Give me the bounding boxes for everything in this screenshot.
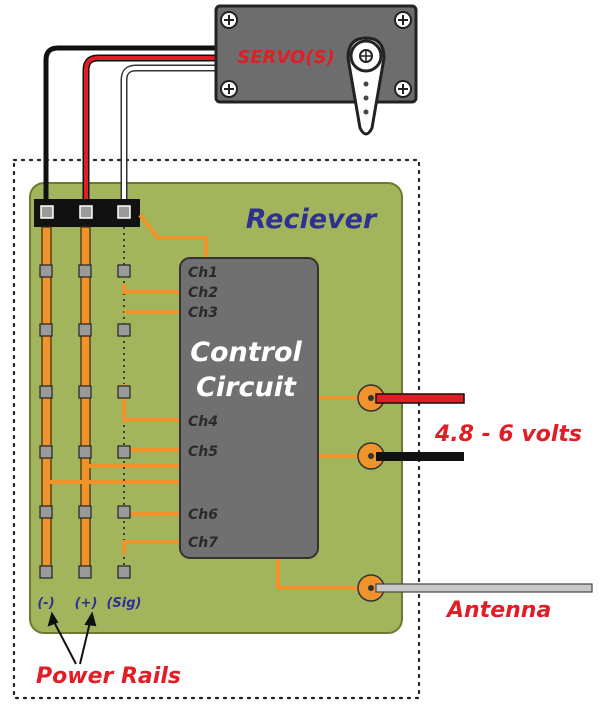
power-rails-label: Power Rails xyxy=(36,664,181,689)
rail-pins xyxy=(39,264,131,579)
wire-black xyxy=(43,45,220,212)
servo-cable xyxy=(43,45,220,212)
red-power-lead xyxy=(375,393,465,404)
dotted-outline xyxy=(12,158,421,700)
receiver-title: Reciever xyxy=(246,204,378,235)
rail-signal-label: (Sig) xyxy=(106,596,141,611)
rail-negative-label: (-) xyxy=(37,596,54,611)
control-circuit-chip xyxy=(179,257,319,559)
channel-label: Ch5 xyxy=(188,444,218,460)
connector-pins xyxy=(40,205,131,219)
channel-label: Ch3 xyxy=(188,305,218,321)
voltage-label: 4.8 - 6 volts xyxy=(434,422,582,447)
channel-label: Ch6 xyxy=(188,507,218,523)
servo-screw-icon xyxy=(220,11,412,98)
wire-red xyxy=(84,56,220,212)
antenna-label: Antenna xyxy=(445,598,551,623)
external-leads xyxy=(375,393,593,593)
output-pads xyxy=(357,384,385,602)
rail-positive-label: (+) xyxy=(75,596,98,611)
power-rails-arrows xyxy=(47,611,97,665)
antenna-wire xyxy=(375,583,593,593)
channel-label: Ch1 xyxy=(188,265,218,281)
control-circuit-label-line2: Circuit xyxy=(196,372,297,403)
control-circuit-label-line1: Control xyxy=(190,337,302,368)
channel-label: Ch7 xyxy=(188,535,218,551)
wire-white xyxy=(122,66,220,212)
channel-label: Ch4 xyxy=(188,414,218,430)
servo-label: SERVO(S) xyxy=(237,47,334,68)
black-power-lead xyxy=(376,452,464,461)
channel-label: Ch2 xyxy=(188,285,218,301)
channel-labels: Ch1 Ch2 Ch3 Ch4 Ch5 Ch6 Ch7 xyxy=(188,265,218,551)
servo: SERVO(S) xyxy=(214,4,418,136)
